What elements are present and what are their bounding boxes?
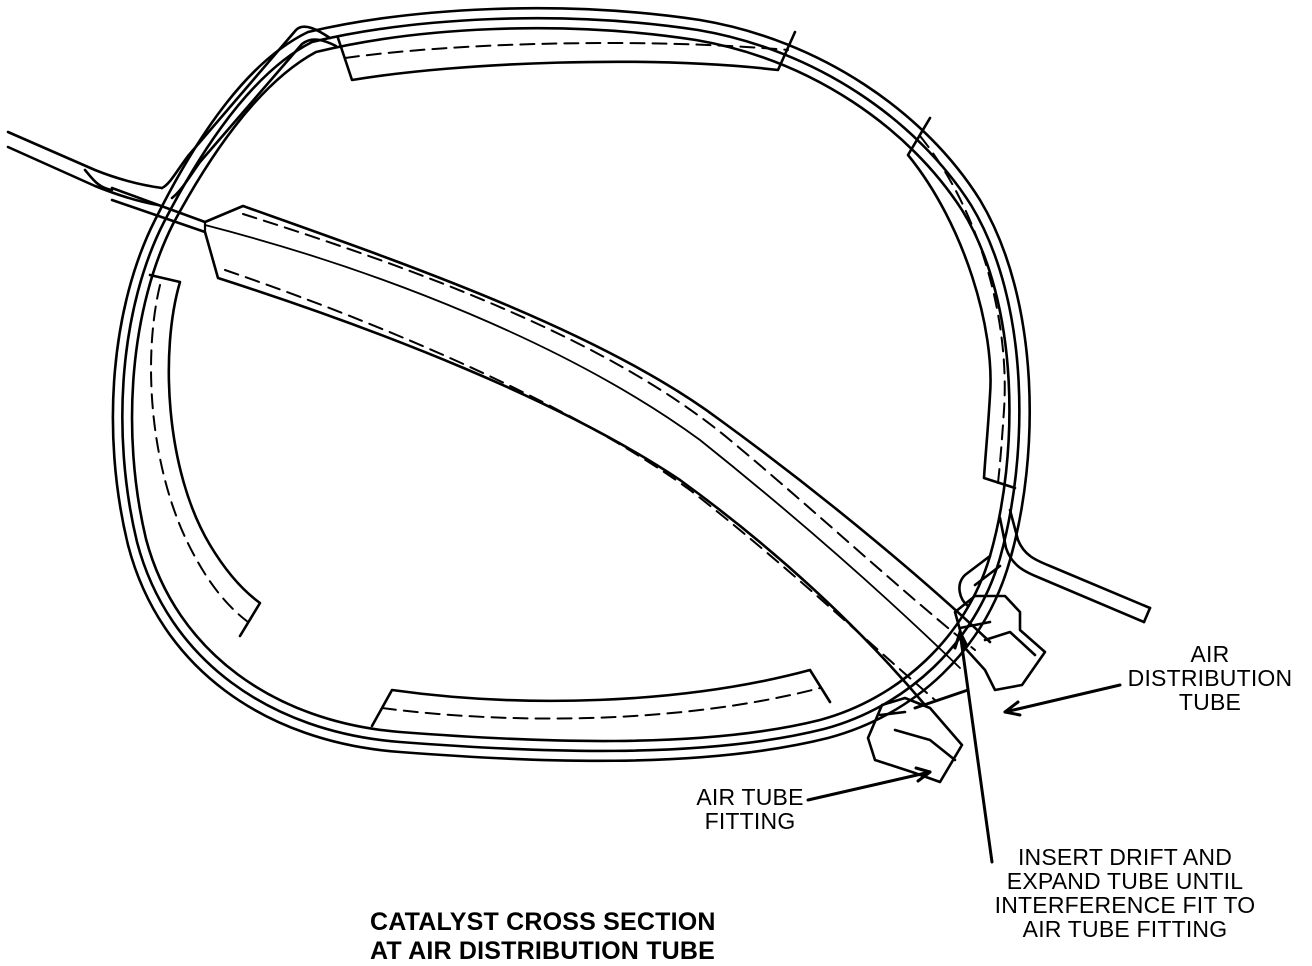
leader-insert-drift xyxy=(913,630,994,864)
label-air-distribution-tube: AIR DISTRIBUTION TUBE xyxy=(1120,642,1300,714)
left-seam-flange xyxy=(6,25,338,207)
label-line: INTERFERENCE FIT TO xyxy=(994,892,1256,918)
label-line: FITTING xyxy=(704,808,796,834)
label-line: AIR xyxy=(1190,641,1230,667)
label-line: DISTRIBUTION xyxy=(1127,665,1293,691)
label-insert-drift-note: INSERT DRIFT AND EXPAND TUBE UNTIL INTER… xyxy=(975,845,1275,941)
title-line: CATALYST CROSS SECTION xyxy=(370,908,716,936)
air-distribution-tube xyxy=(110,186,992,707)
leader-air-distribution-tube xyxy=(1003,683,1122,717)
title-line: AT AIR DISTRIBUTION TUBE xyxy=(370,937,716,965)
label-line: EXPAND TUBE UNTIL xyxy=(1006,868,1244,894)
label-line: AIR TUBE FITTING xyxy=(1022,916,1228,942)
air-tube-fitting-lower xyxy=(866,696,964,784)
catalyst-bed-right xyxy=(906,116,1017,490)
leader-air-tube-fitting xyxy=(806,766,932,802)
label-line: TUBE xyxy=(1178,689,1242,715)
outer-shell xyxy=(111,6,1031,763)
label-line: INSERT DRIFT AND xyxy=(1017,844,1233,870)
diagram-title: CATALYST CROSS SECTION AT AIR DISTRIBUTI… xyxy=(370,908,790,966)
air-tube-fitting-upper xyxy=(953,594,1047,692)
catalyst-bed-top xyxy=(336,30,797,82)
catalyst-bed-bottom xyxy=(370,668,832,728)
label-line: AIR TUBE xyxy=(696,784,804,810)
label-air-tube-fitting: AIR TUBE FITTING xyxy=(680,785,820,833)
catalyst-bed-left xyxy=(148,273,262,638)
